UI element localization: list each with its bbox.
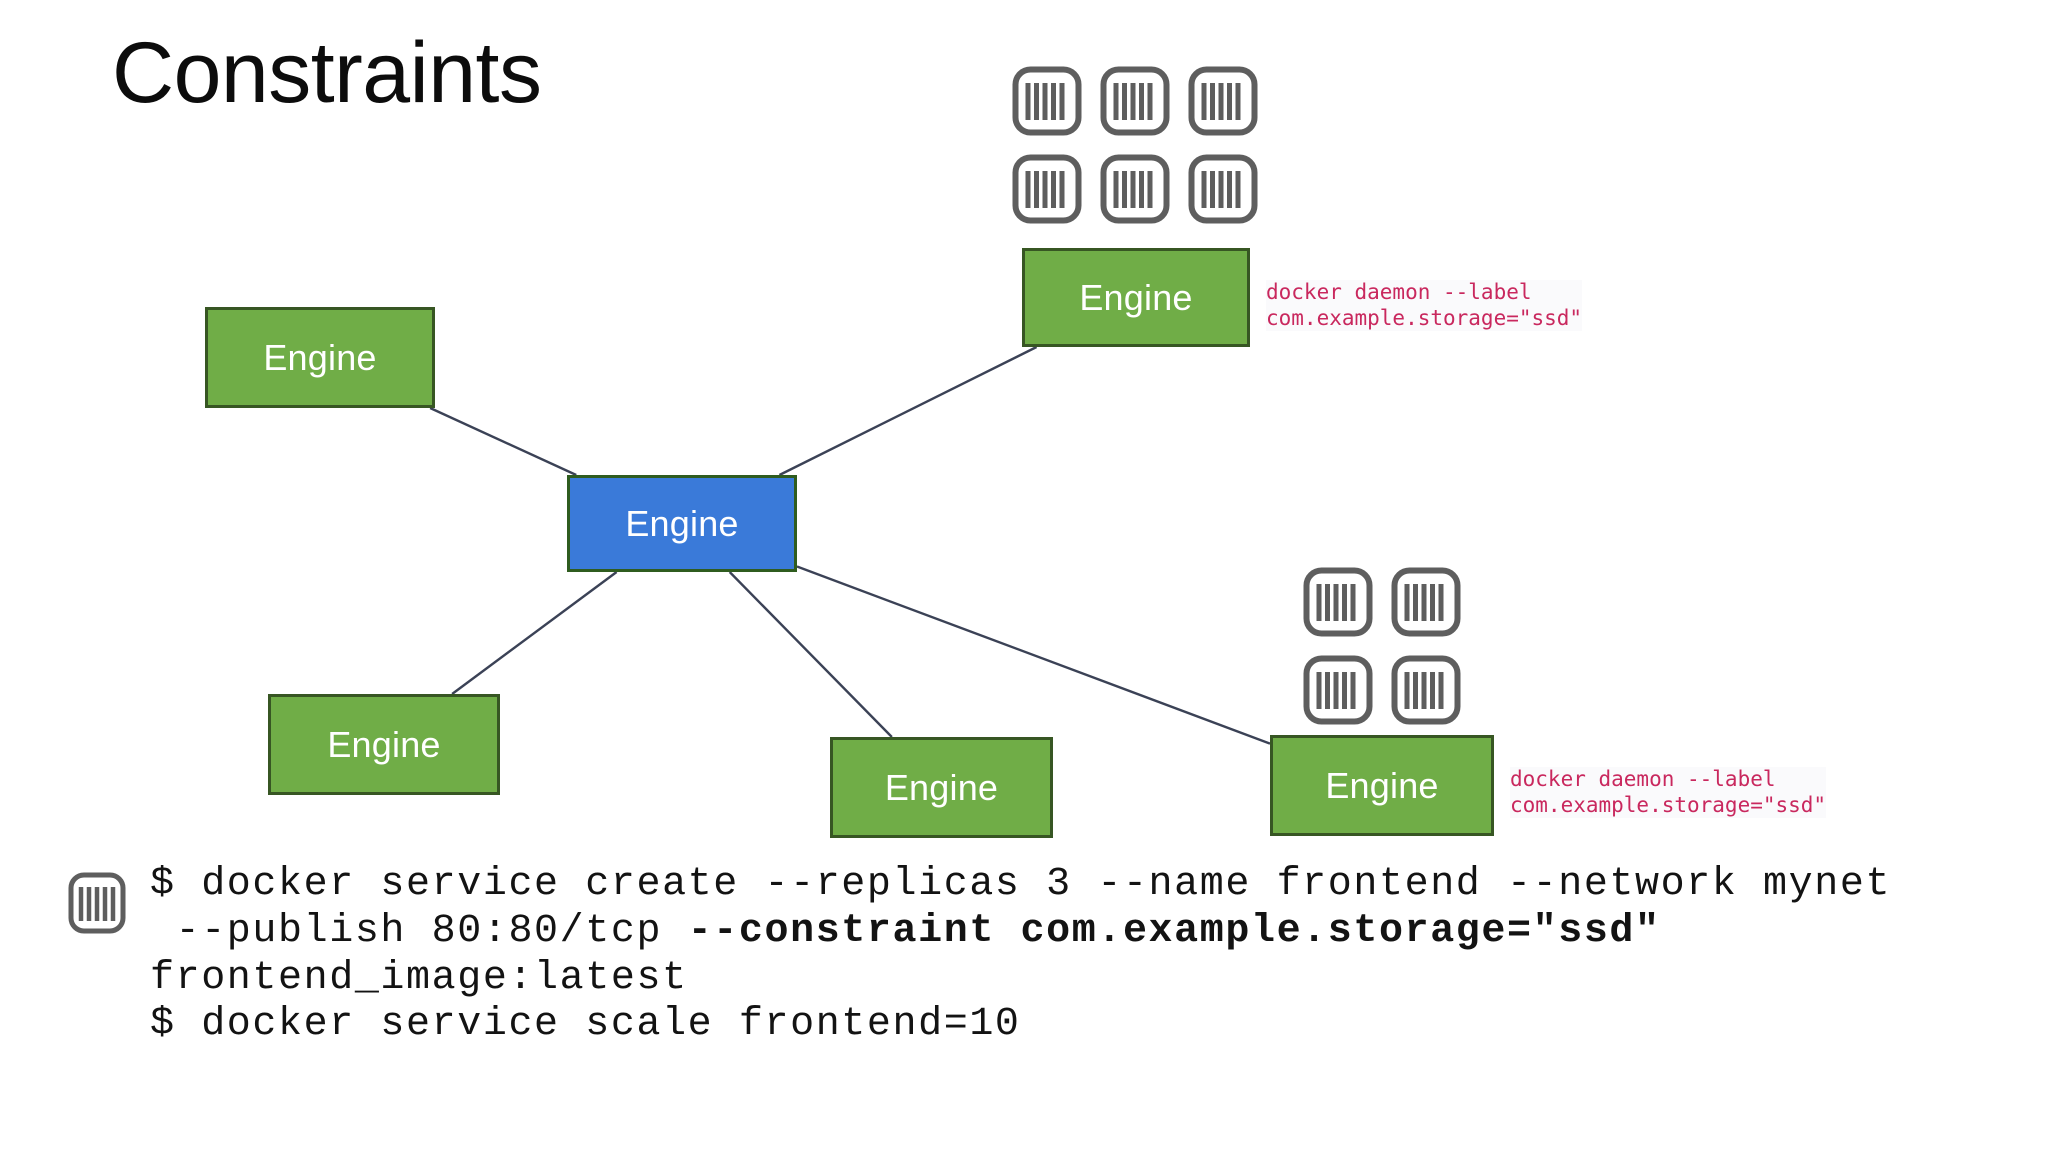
page-title: Constraints <box>112 25 542 121</box>
annotation-line: docker daemon --label <box>1266 280 1532 304</box>
annotation-line: com.example.storage="ssd" <box>1266 305 1583 330</box>
container-icon <box>1303 655 1373 725</box>
container-icon <box>1188 66 1258 136</box>
node-label: Engine <box>1079 276 1193 318</box>
node-engine-left[interactable]: Engine <box>205 307 435 408</box>
edge-engine-center-to-engine-bottom-left <box>451 571 618 695</box>
annotation-line: docker daemon --label <box>1510 767 1776 791</box>
node-label: Engine <box>625 502 739 544</box>
container-icon <box>1012 154 1082 224</box>
cmd-segment: $ docker service scale frontend=10 <box>150 1002 1021 1048</box>
node-engine-center[interactable]: Engine <box>567 475 797 572</box>
container-icon <box>1391 655 1461 725</box>
container-icon <box>1188 154 1258 224</box>
node-engine-bottom-right[interactable]: Engine <box>1270 735 1494 836</box>
cmd-line-2: --publish 80:80/tcp --constraint com.exa… <box>150 909 1970 956</box>
node-engine-bottom-left[interactable]: Engine <box>268 694 500 795</box>
container-icon <box>68 872 126 939</box>
edge-engine-center-to-engine-top-right <box>778 345 1038 477</box>
container-icon <box>1303 567 1373 637</box>
node-label: Engine <box>1325 764 1439 806</box>
cmd-line-3: frontend_image:latest <box>150 956 1970 1003</box>
edge-engine-left-to-engine-center <box>429 406 577 477</box>
container-icon <box>1012 66 1082 136</box>
cmd-line-4: $ docker service scale frontend=10 <box>150 1002 1970 1049</box>
node-engine-top-right[interactable]: Engine <box>1022 248 1250 347</box>
edge-engine-center-to-engine-bottom-right <box>796 565 1271 745</box>
annotation-line: com.example.storage="ssd" <box>1510 792 1827 817</box>
cmd-segment: --publish 80:80/tcp <box>150 908 688 954</box>
cmd-segment-bold: --constraint com.example.storage="ssd" <box>687 908 1661 954</box>
node-label: Engine <box>327 723 441 765</box>
node-engine-bottom-mid[interactable]: Engine <box>830 737 1053 838</box>
node-label: Engine <box>884 766 999 808</box>
cmd-line-1: $ docker service create --replicas 3 --n… <box>150 862 1970 909</box>
edge-engine-center-to-engine-bottom-mid <box>728 571 893 738</box>
cmd-segment: $ docker service create --replicas 3 --n… <box>150 862 1892 907</box>
container-icon <box>1391 567 1461 637</box>
node-label: Engine <box>263 336 377 378</box>
command-block: $ docker service create --replicas 3 --n… <box>150 862 1970 1049</box>
container-icon <box>1100 154 1170 224</box>
container-icon <box>1100 66 1170 136</box>
cmd-segment: frontend_image:latest <box>150 955 688 1001</box>
